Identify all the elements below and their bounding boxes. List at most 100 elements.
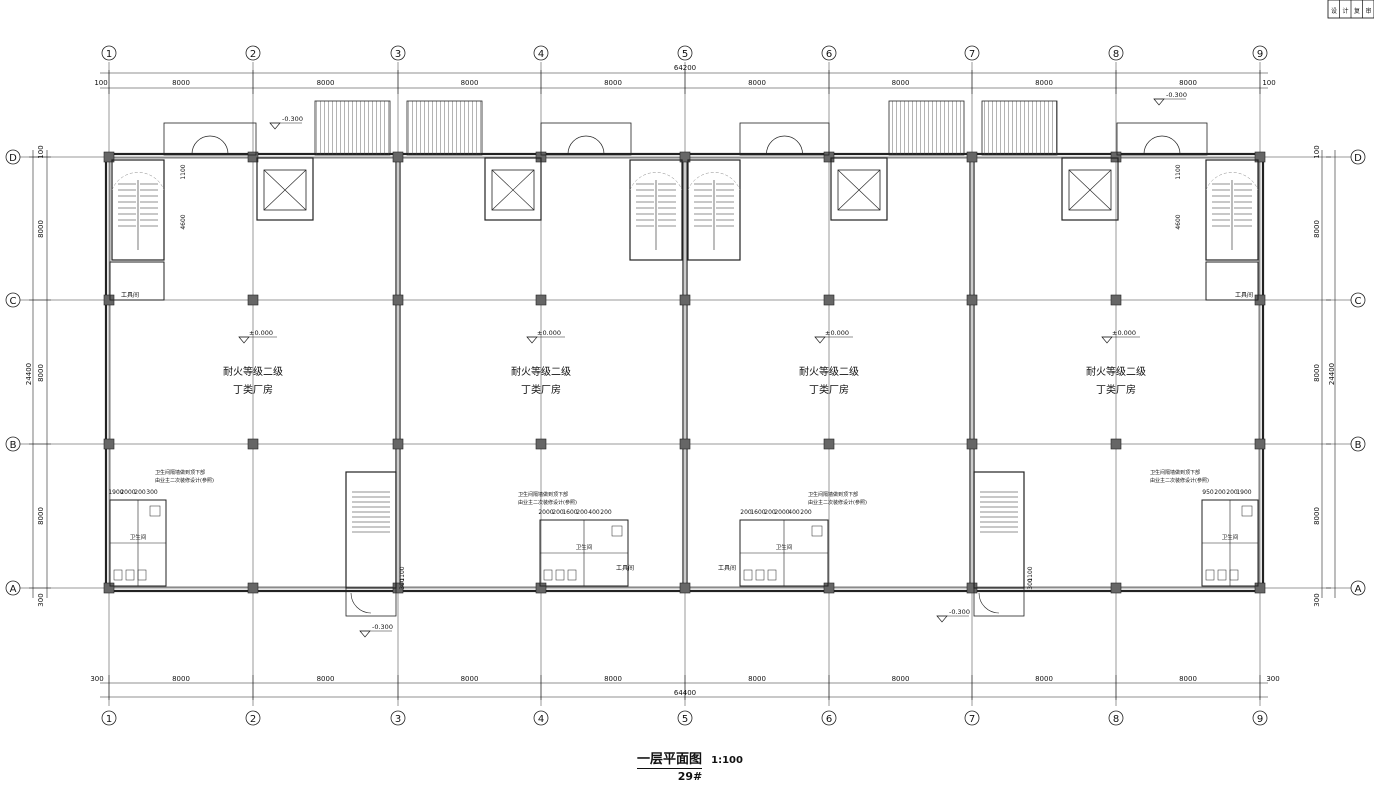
axis-label-8: 8 xyxy=(1113,714,1119,725)
axis-label-6: 6 xyxy=(826,49,832,60)
elevator-shaft xyxy=(484,157,542,221)
toilet-note: 由业主二次装修设计(参照) xyxy=(1150,477,1209,484)
dim-bay-bottom: 8000 xyxy=(748,675,766,683)
room-fire-rating: 耐火等级二级 xyxy=(799,365,859,378)
dim-vertical-seg: 8000 xyxy=(1313,507,1321,525)
room-use-class: 丁类厂房 xyxy=(521,383,561,396)
loading-ramp xyxy=(314,100,391,156)
outside-level-marker xyxy=(1153,98,1165,106)
structural-column xyxy=(392,438,404,450)
title-block-text: 审 xyxy=(1365,7,1371,15)
elevator-car xyxy=(1068,169,1112,211)
toilet-dim: 200 xyxy=(552,509,564,516)
axis-bubble-B xyxy=(1350,436,1366,452)
entrance-door-swing xyxy=(1143,135,1181,155)
dim-total-bottom: 64400 xyxy=(674,689,696,697)
stair-dim: 4600 xyxy=(1175,214,1182,229)
toilet-dim: 200 xyxy=(740,509,752,516)
axis-bubble-D xyxy=(1350,149,1366,165)
room-use-class: 丁类厂房 xyxy=(233,383,273,396)
toilet-note: 由业主二次装修设计(参照) xyxy=(518,499,577,506)
axis-bubble-C xyxy=(1350,292,1366,308)
sink-fixture xyxy=(611,525,623,537)
title-block-text: 计 xyxy=(1342,7,1348,15)
dim-bay-top: 8000 xyxy=(748,79,766,87)
rear-stair-enclosure xyxy=(345,471,397,589)
axis-label-D: D xyxy=(1354,153,1362,164)
dim-bay-top: 8000 xyxy=(1179,79,1197,87)
axis-bubble-7 xyxy=(964,45,980,61)
axis-bubble-8 xyxy=(1108,710,1124,726)
axis-label-4: 4 xyxy=(538,714,544,725)
axis-label-9: 9 xyxy=(1257,49,1263,60)
room-use-class: 丁类厂房 xyxy=(809,383,849,396)
axis-bubble-7 xyxy=(964,710,980,726)
level-marker xyxy=(1101,336,1113,344)
toilet-label: 卫生间 xyxy=(576,543,593,551)
axis-bubble-3 xyxy=(390,45,406,61)
entrance-door-swing xyxy=(766,135,803,155)
title-block-cell xyxy=(1362,0,1374,19)
toilet-fixture xyxy=(1229,569,1239,581)
entrance-door-swing xyxy=(191,135,229,155)
axis-bubble-1 xyxy=(101,45,117,61)
axis-bubble-4 xyxy=(533,45,549,61)
dim-vertical-seg: 8000 xyxy=(1313,220,1321,238)
toilet-fixture xyxy=(113,569,123,581)
structural-column xyxy=(392,294,404,306)
structural-column xyxy=(1110,438,1122,450)
structural-column xyxy=(103,438,115,450)
axis-bubble-D xyxy=(5,149,21,165)
dim-vertical-seg: 8000 xyxy=(37,220,45,238)
elevator-shaft xyxy=(830,157,888,221)
toilet-note: 卫生间隔墙做到顶下部 xyxy=(1150,469,1200,476)
toilet-dim: 200 xyxy=(1226,489,1238,496)
dim-total-top: 64200 xyxy=(674,64,696,72)
toilet-fixture xyxy=(555,569,565,581)
rear-stair-dim: 1100 xyxy=(399,566,406,581)
dim-vertical-edge: 300 xyxy=(37,593,45,606)
room-fire-rating: 耐火等级二级 xyxy=(1086,365,1146,378)
elevator-x xyxy=(837,169,881,211)
axis-bubble-2 xyxy=(245,710,261,726)
outside-level: -0.300 xyxy=(949,608,970,616)
dim-vertical-total: 24400 xyxy=(25,363,33,385)
axis-bubble-4 xyxy=(533,710,549,726)
drawing-title-block: 一层平面图 1:100 xyxy=(600,748,780,769)
loading-ramp xyxy=(888,100,965,156)
dim-vertical-edge: 100 xyxy=(1313,145,1321,158)
axis-label-B: B xyxy=(10,440,17,451)
toilet-dim: 1600 xyxy=(562,509,577,516)
outside-level: -0.300 xyxy=(282,115,303,123)
stair-enclosure xyxy=(687,159,741,261)
axis-label-1: 1 xyxy=(106,49,112,60)
outside-level: -0.300 xyxy=(372,623,393,631)
rear-door-swing xyxy=(350,592,372,614)
floor-level: ±0.000 xyxy=(825,329,849,337)
toilet-dim: 200 xyxy=(800,509,812,516)
axis-label-5: 5 xyxy=(682,714,688,725)
tool-room-label: 工具间 xyxy=(616,564,634,572)
axis-label-2: 2 xyxy=(250,714,256,725)
structural-column xyxy=(103,582,115,594)
stair-dim: 1100 xyxy=(180,164,187,179)
structural-column xyxy=(1254,582,1266,594)
toilet-label: 卫生间 xyxy=(1222,533,1239,541)
axis-bubble-6 xyxy=(821,710,837,726)
axis-label-7: 7 xyxy=(969,49,975,60)
toilet-dim: 200 xyxy=(1214,489,1226,496)
dim-bay-bottom: 8000 xyxy=(892,675,910,683)
axis-label-B: B xyxy=(1355,440,1362,451)
sink-fixture xyxy=(149,505,161,517)
axis-bubble-9 xyxy=(1252,45,1268,61)
toilet-dim: 300 xyxy=(146,489,158,496)
toilet-fixture xyxy=(125,569,135,581)
building-number: 29# xyxy=(677,770,703,783)
toilet-dim: 2000 xyxy=(774,509,789,516)
toilet-dim: 200 xyxy=(134,489,146,496)
dim-bay-top: 8000 xyxy=(461,79,479,87)
outside-level-marker xyxy=(936,615,948,623)
entrance-canopy xyxy=(739,122,830,156)
toilet-dim: 400 xyxy=(788,509,800,516)
